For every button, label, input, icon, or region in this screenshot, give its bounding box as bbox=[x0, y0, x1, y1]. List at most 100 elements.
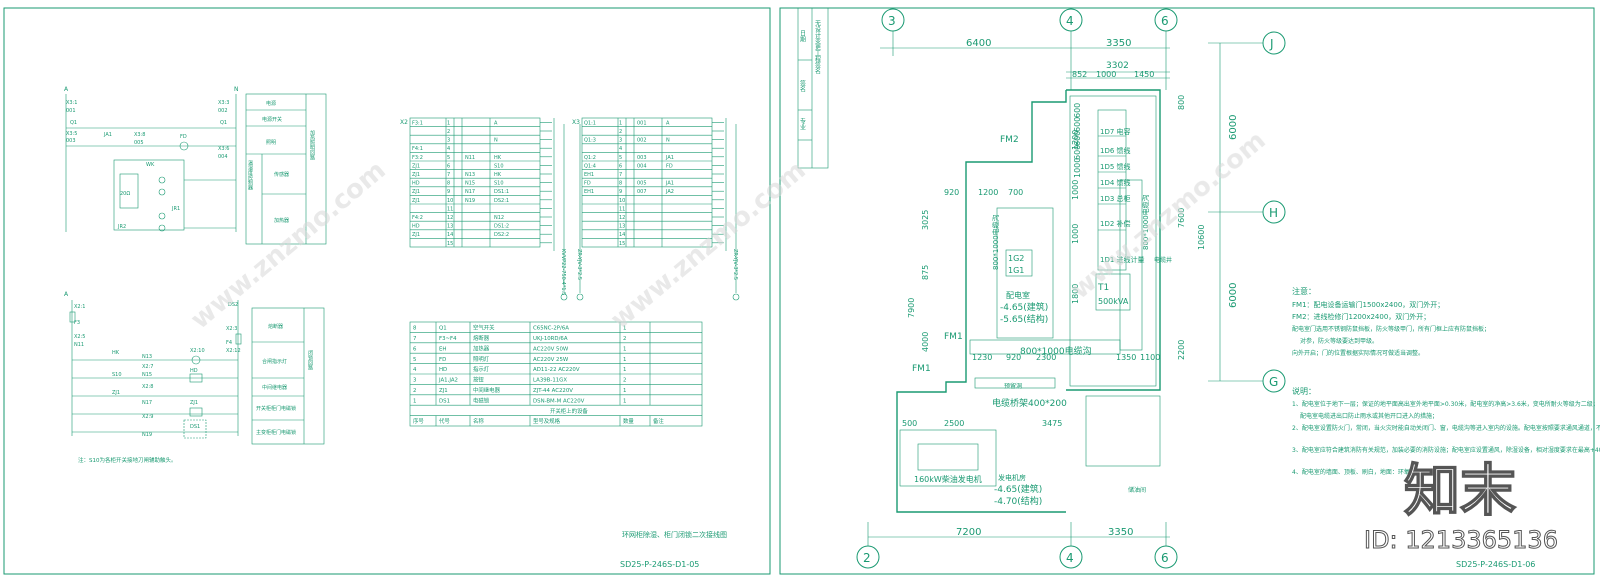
svg-text:熔断器: 熔断器 bbox=[268, 323, 283, 330]
terminal-cell: 7 bbox=[447, 172, 450, 178]
equipment-header: 型号及规格 bbox=[533, 417, 561, 425]
svg-text:FM2：进线检修门1200x2400，双门外开；: FM2：进线检修门1200x2400，双门外开； bbox=[1292, 312, 1430, 321]
svg-text:005: 005 bbox=[134, 140, 144, 146]
terminal-cell: HD bbox=[412, 224, 420, 230]
dimension-label: 600 bbox=[1073, 103, 1082, 118]
terminal-cell: 1 bbox=[619, 120, 622, 126]
svg-text:20Ω: 20Ω bbox=[120, 191, 130, 197]
terminal-cell: A bbox=[666, 120, 670, 126]
cabinet-label: 1D7 电容 bbox=[1100, 127, 1131, 136]
svg-text:储油间: 储油间 bbox=[1128, 486, 1146, 494]
terminal-cell: S10 bbox=[494, 181, 504, 187]
equipment-cell: AC220V 50W bbox=[533, 346, 569, 352]
indicator-symbol bbox=[191, 355, 201, 365]
sidebar-sign: 签名 bbox=[799, 79, 806, 93]
building-plan: 1D7 电容 1D6 馈线 1D5 馈线 1D4 馈线 1D3 总柜 1D2 补… bbox=[896, 89, 1172, 513]
left-sheet-border bbox=[3, 7, 771, 575]
svg-text:X2:9: X2:9 bbox=[142, 414, 153, 420]
dimension-label: 600 bbox=[1073, 117, 1082, 132]
equipment-caption: 开关柜上的设备 bbox=[550, 407, 588, 415]
terminal-cell: N12 bbox=[494, 215, 504, 221]
equipment-cell: UKJ-10RD/6A bbox=[533, 336, 568, 342]
terminal-cell: 6 bbox=[619, 163, 622, 169]
terminal-cell: 15 bbox=[619, 241, 625, 247]
terminal-cell: 9 bbox=[619, 189, 622, 195]
left-sheet-title: 环网柜除湿、柜门闭锁二次接线图 bbox=[622, 530, 727, 539]
sidebar-stamp: 无设计变更工程签名 bbox=[814, 20, 821, 75]
node-label: N bbox=[234, 86, 239, 93]
svg-text:闭锁回路: 闭锁回路 bbox=[307, 349, 313, 371]
dimension-label: 2500 bbox=[944, 419, 964, 428]
svg-text:1000: 1000 bbox=[1096, 70, 1116, 79]
door-fm1: FM1 bbox=[912, 364, 931, 374]
terminal-x3-label: X3 bbox=[572, 119, 580, 126]
svg-text:H: H bbox=[1269, 206, 1278, 220]
equipment-cell: AD11-22 AC220V bbox=[533, 367, 580, 373]
svg-text:X3:1: X3:1 bbox=[66, 100, 77, 106]
control-circuit-bottom: A X2:1 F3 X2:5 N11 HK N13 X2:7 S10 N15 X… bbox=[64, 291, 325, 464]
svg-text:N17: N17 bbox=[142, 400, 152, 406]
svg-text:FM1：配电设备运输门1500x2400，双门外开；: FM1：配电设备运输门1500x2400，双门外开； bbox=[1292, 300, 1444, 309]
transformer bbox=[1095, 273, 1131, 311]
terminal-cell: 5 bbox=[619, 155, 622, 161]
humidity-controller-box bbox=[113, 159, 185, 231]
equipment-header: 名称 bbox=[473, 417, 484, 425]
control-circuit-top: A N X3:1 001 Q1 X3:5 003 JA1 X3:8 005 FD… bbox=[64, 86, 327, 245]
equipment-cell: F3~F4 bbox=[439, 336, 457, 342]
terminal-cell: F4:2 bbox=[412, 215, 423, 221]
equipment-cell: 5 bbox=[413, 357, 416, 363]
cabinet-label: 1D6 馈线 bbox=[1100, 146, 1131, 155]
terminal-cell: 12 bbox=[619, 215, 625, 221]
svg-text:G: G bbox=[1269, 375, 1278, 389]
cabinet-label: 1D1 进线计量 bbox=[1100, 255, 1145, 264]
room-elevation-struct: -5.65(结构) bbox=[1000, 313, 1048, 325]
svg-text:X3:3: X3:3 bbox=[218, 100, 229, 106]
equipment-cell: ZJT-44 AC220V bbox=[533, 388, 573, 394]
terminal-cell: 10 bbox=[447, 198, 453, 204]
cable-spec: KVVP22-750-4*1.5 bbox=[560, 249, 566, 295]
svg-text:向外开启；门的位置根据实际情况可做适当调整。: 向外开启；门的位置根据实际情况可做适当调整。 bbox=[1292, 349, 1424, 357]
dimension-label: 7600 bbox=[1177, 208, 1186, 228]
switch-cabinets: 1D7 电容 1D6 馈线 1D5 馈线 1D4 馈线 1D3 总柜 1D2 补… bbox=[1097, 109, 1145, 271]
terminal-cell: DS2:2 bbox=[494, 232, 509, 238]
dimension-label: 800 bbox=[1177, 95, 1186, 110]
terminal-cell: 4 bbox=[447, 146, 450, 152]
terminal-cell: DS1:1 bbox=[494, 189, 509, 195]
left-drawing-number: SD25-P-246S-D1-05 bbox=[620, 560, 699, 569]
svg-text:温湿度控制器: 温湿度控制器 bbox=[247, 159, 253, 191]
terminal-cell: 003 bbox=[637, 155, 647, 161]
terminal-cell: 14 bbox=[447, 232, 453, 238]
equipment-cell: 2 bbox=[623, 378, 626, 384]
room-name: 配电室 bbox=[1006, 290, 1030, 300]
equipment-cell: 1 bbox=[623, 388, 626, 394]
terminal-cell: N17 bbox=[465, 189, 475, 195]
svg-text:X2:10: X2:10 bbox=[190, 348, 205, 354]
svg-text:6400: 6400 bbox=[966, 38, 991, 49]
dimension-label: 875 bbox=[921, 265, 930, 280]
terminal-cell: HD bbox=[412, 181, 420, 187]
svg-text:对参，防火等级要达到甲级。: 对参，防火等级要达到甲级。 bbox=[1300, 337, 1378, 345]
svg-text:开关柜柜门电磁锁: 开关柜柜门电磁锁 bbox=[256, 405, 296, 412]
room-elevation-arch: -4.65(建筑) bbox=[1000, 301, 1048, 313]
generator-label: 160kW柴油发电机 bbox=[914, 474, 982, 484]
svg-text:配电室电缆进出口防止雨水或其他开口进入的措施；: 配电室电缆进出口防止雨水或其他开口进入的措施； bbox=[1300, 412, 1438, 420]
terminal-cell: DS1:2 bbox=[494, 224, 509, 230]
terminal-cell: 4 bbox=[619, 146, 622, 152]
cabinet-label: 1D4 馈线 bbox=[1100, 178, 1131, 187]
equipment-cell: HD bbox=[439, 367, 447, 373]
svg-text:1G1: 1G1 bbox=[1008, 266, 1024, 275]
svg-text:1、配电室位于地下一层；保证的地平面高出室外地平面>0.30: 1、配电室位于地下一层；保证的地平面高出室外地平面>0.30米，配电室的净高>3… bbox=[1292, 400, 1599, 408]
svg-text:852: 852 bbox=[1072, 70, 1087, 79]
svg-text:N19: N19 bbox=[142, 432, 152, 438]
svg-text:F4: F4 bbox=[226, 340, 232, 346]
terminal-cell: 005 bbox=[637, 181, 647, 187]
cable-spec: ZR-YJV-3*2.5 bbox=[732, 249, 738, 280]
terminal-cell: 2 bbox=[447, 129, 450, 135]
dimension-label: 10600 bbox=[1197, 225, 1206, 250]
dimension-label: 1800 bbox=[1071, 284, 1080, 304]
node-label: A bbox=[64, 86, 69, 93]
terminal-cell: 002 bbox=[637, 138, 647, 144]
svg-text:003: 003 bbox=[66, 138, 76, 144]
